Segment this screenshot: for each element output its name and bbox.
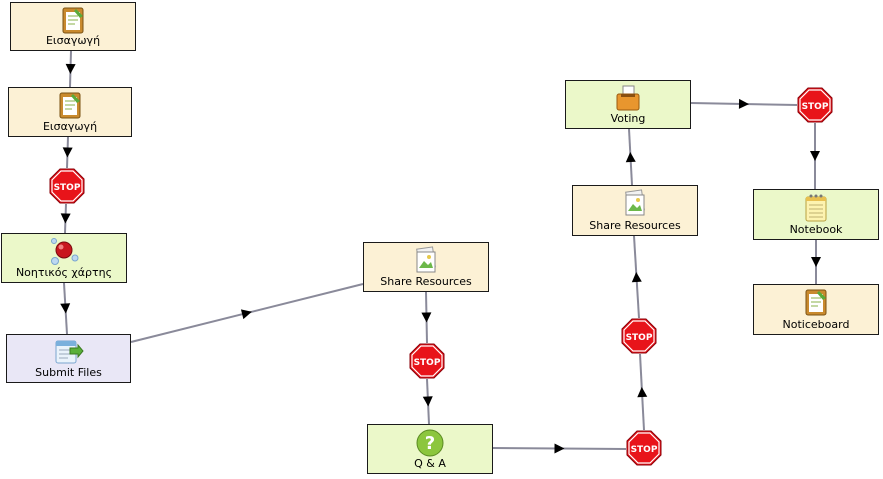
activity-noticeboard-intro-1[interactable]: Εισαγωγή [10, 2, 136, 51]
activity-submit-files[interactable]: Submit Files [6, 334, 131, 383]
stop-label: STOP [802, 102, 829, 112]
activity-share-resources-2[interactable]: Share Resources [572, 185, 698, 236]
activity-label: Share Resources [380, 275, 472, 288]
activity-notebook[interactable]: Notebook [753, 189, 879, 240]
stop-label: STOP [631, 445, 658, 455]
noticeboard-icon [803, 288, 829, 319]
activity-label: Noticeboard [782, 318, 850, 331]
mindmap-icon [48, 237, 80, 270]
activity-voting[interactable]: Voting [565, 80, 691, 129]
arrowhead [240, 309, 252, 320]
arrowhead [637, 387, 648, 398]
stop-gate[interactable]: STOP [409, 343, 445, 379]
activity-label: Εισαγωγή [45, 34, 101, 47]
voting-icon [614, 84, 642, 115]
transition-lines [60, 50, 821, 454]
arrowhead [810, 151, 820, 161]
arrowhead [60, 303, 71, 314]
submit-files-icon [54, 338, 84, 369]
arrowhead [60, 213, 71, 224]
activity-noticeboard[interactable]: Noticeboard [753, 284, 879, 335]
share-resources-icon [412, 246, 440, 277]
stop-gate[interactable]: STOP [797, 87, 833, 123]
stop-gate[interactable]: STOP [49, 168, 85, 204]
noticeboard-icon [57, 91, 83, 122]
activity-label: Εισαγωγή [42, 120, 98, 133]
arrowhead [65, 63, 76, 74]
arrowhead [625, 152, 636, 163]
activity-label: Submit Files [35, 366, 102, 379]
stop-label: STOP [54, 183, 81, 193]
arrowhead [421, 312, 432, 323]
activity-label: Notebook [789, 223, 843, 236]
arrowhead [631, 272, 642, 283]
stop-label: STOP [626, 333, 653, 343]
arrowhead [554, 443, 565, 454]
activity-share-resources-1[interactable]: Share Resources [363, 242, 489, 292]
arrowhead [811, 257, 821, 267]
noticeboard-icon [60, 6, 86, 37]
activity-label: Voting [610, 112, 646, 125]
stop-label: STOP [414, 358, 441, 368]
activity-label: Share Resources [589, 219, 681, 232]
activity-label: Q & A [414, 457, 446, 470]
notebook-icon [803, 193, 829, 226]
activity-q-and-a[interactable]: ? Q & A [367, 424, 493, 474]
question-icon: ? [415, 428, 445, 461]
activity-label: Νοητικός χάρτης [15, 266, 113, 279]
activity-noticeboard-intro-2[interactable]: Εισαγωγή [8, 87, 132, 137]
arrowhead [422, 396, 433, 407]
arrowhead [62, 147, 73, 158]
svg-text:?: ? [425, 433, 435, 454]
stop-gate[interactable]: STOP [626, 430, 662, 466]
share-resources-icon [621, 189, 649, 220]
stop-gate[interactable]: STOP [621, 318, 657, 354]
arrowhead [738, 98, 749, 109]
activity-mindmap[interactable]: Νοητικός χάρτης [1, 233, 127, 283]
